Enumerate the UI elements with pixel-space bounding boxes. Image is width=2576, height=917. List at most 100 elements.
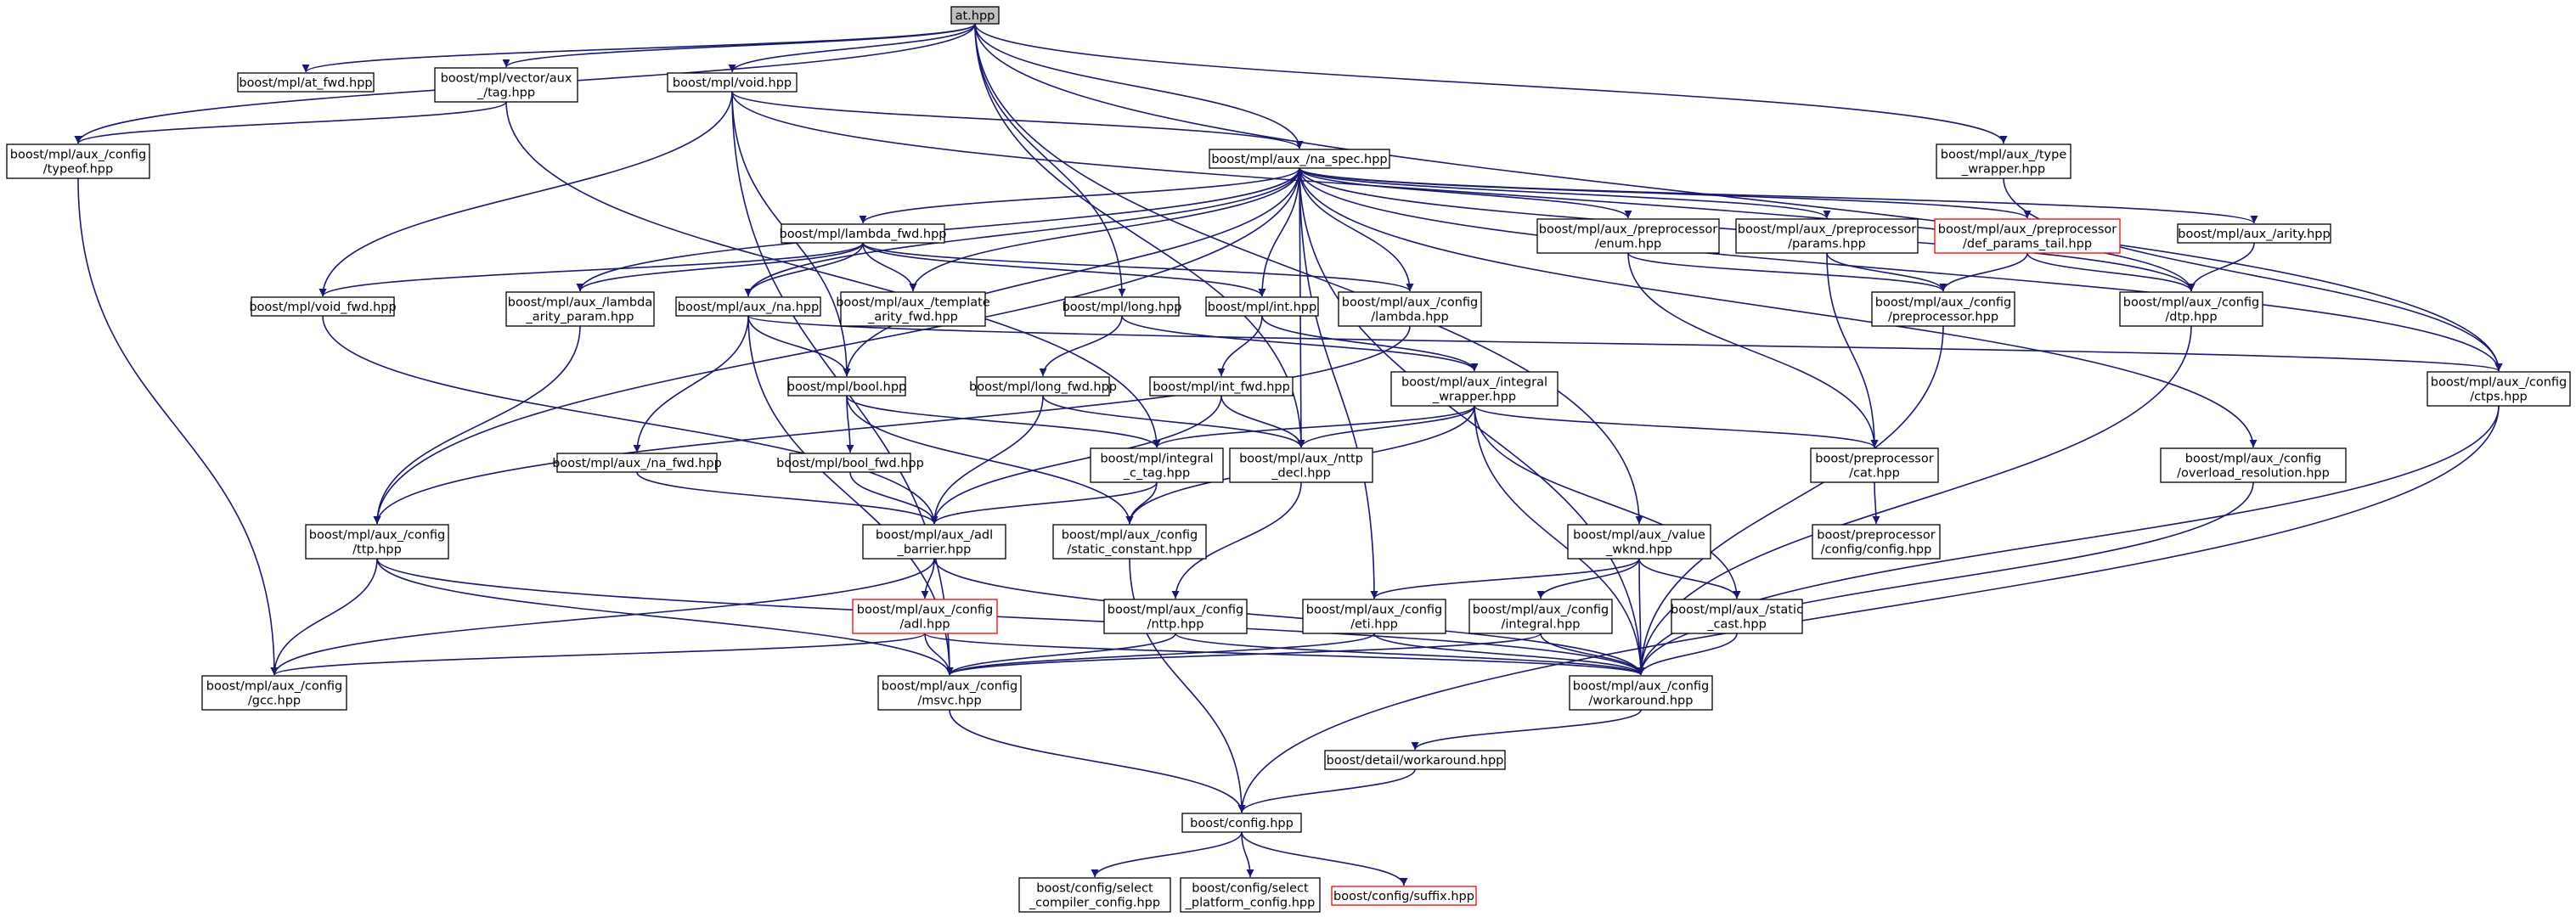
node-at[interactable]: at.hpp: [950, 6, 1000, 25]
node-box-select_platform: [1180, 877, 1321, 913]
node-cfg_ttp[interactable]: boost/mpl/aux_/config/ttp.hpp: [305, 524, 449, 560]
node-static_constant[interactable]: boost/mpl/aux_/config/static_constant.hp…: [1052, 524, 1207, 560]
edge-bool_fwd-to-adl_barrier: [849, 471, 939, 525]
node-adl_barrier[interactable]: boost/mpl/aux_/adl_barrier.hpp: [862, 524, 1006, 560]
edge-adl_barrier-to-cfg_gcc: [270, 558, 935, 676]
edge-na_spec-to-pp_params: [1299, 167, 1831, 219]
node-cfg_dtp[interactable]: boost/mpl/aux_/config/dtp.hpp: [2119, 291, 2263, 327]
edge-na_spec-to-overload_resolution: [1299, 167, 2258, 448]
edge-void-to-na_spec: [731, 91, 1304, 149]
node-label-cfg_workaround-line-0: boost/mpl/aux_/config: [1573, 680, 1709, 694]
node-label-nttp_decl-line-0: boost/mpl/aux_/nttp: [1239, 453, 1363, 466]
node-box-at_fwd: [237, 72, 375, 93]
node-suffix[interactable]: boost/config/suffix.hpp: [1331, 886, 1477, 906]
node-box-overload_resolution: [2160, 447, 2347, 483]
node-value_wknd[interactable]: boost/mpl/aux_/value_wknd.hpp: [1567, 524, 1711, 560]
node-label-cfg_dtp-line-1: /dtp.hpp: [2165, 311, 2217, 324]
node-box-int_fwd: [1149, 376, 1294, 397]
node-label-pp_enum-line-1: /enum.hpp: [1595, 238, 1662, 251]
node-long[interactable]: boost/mpl/long.hpp: [1063, 296, 1182, 317]
node-box-na_spec: [1209, 149, 1390, 169]
node-select_platform[interactable]: boost/config/select_platform_config.hpp: [1180, 877, 1321, 913]
node-label-value_wknd-line-0: boost/mpl/aux_/value: [1573, 529, 1705, 543]
edge-na_spec-to-cfg_ttp: [373, 167, 1300, 525]
node-cfg_adl[interactable]: boost/mpl/aux_/config/adl.hpp: [852, 599, 998, 634]
node-box-na: [675, 296, 821, 317]
node-pp_cat[interactable]: boost/preprocessor/cat.hpp: [1810, 447, 1939, 483]
node-template_arity_fwd[interactable]: boost/mpl/aux_/template_arity_fwd.hpp: [836, 291, 990, 327]
node-type_wrapper[interactable]: boost/mpl/aux_/type_wrapper.hpp: [1936, 143, 2072, 179]
edge-lambda_fwd-to-lambda_arity_param: [576, 242, 864, 292]
node-integral_wrapper[interactable]: boost/mpl/aux_/integral_wrapper.hpp: [1390, 371, 1559, 407]
edge-adl_barrier-to-cfg_adl: [921, 558, 935, 599]
node-cfg_preprocessor[interactable]: boost/mpl/aux_/config/preprocessor.hpp: [1871, 291, 2015, 327]
node-detail_workaround[interactable]: boost/detail/workaround.hpp: [1324, 750, 1506, 770]
node-cfg_nttp[interactable]: boost/mpl/aux_/config/nttp.hpp: [1103, 599, 1248, 634]
edge-na_spec-to-int: [1258, 167, 1300, 297]
edge-na_fwd-to-adl_barrier: [636, 471, 939, 525]
edge-long-to-integral_wrapper: [1121, 315, 1479, 372]
node-bool_fwd[interactable]: boost/mpl/bool_fwd.hpp: [776, 453, 924, 473]
node-pp_def_params_tail[interactable]: boost/mpl/aux_/preprocessor/def_params_t…: [1934, 218, 2121, 254]
node-label-cfg_nttp-line-0: boost/mpl/aux_/config: [1108, 604, 1243, 617]
node-lambda_fwd[interactable]: boost/mpl/lambda_fwd.hpp: [779, 223, 947, 244]
node-void[interactable]: boost/mpl/void.hpp: [667, 72, 798, 93]
node-na[interactable]: boost/mpl/aux_/na.hpp: [675, 296, 821, 317]
edge-int-to-integral_wrapper: [1261, 315, 1479, 372]
node-na_fwd[interactable]: boost/mpl/aux_/na_fwd.hpp: [552, 453, 722, 473]
node-int[interactable]: boost/mpl/int.hpp: [1205, 296, 1319, 317]
node-vector_tag[interactable]: boost/mpl/vector/aux_/tag.hpp: [434, 67, 578, 103]
node-lambda_arity_param[interactable]: boost/mpl/aux_/lambda_arity_param.hpp: [505, 291, 655, 327]
edge-typeof-to-cfg_gcc: [77, 177, 279, 676]
node-arity[interactable]: boost/mpl/aux_/arity.hpp: [2177, 223, 2331, 244]
node-int_fwd[interactable]: boost/mpl/int_fwd.hpp: [1149, 376, 1294, 397]
edge-boost_config-to-select_compiler: [1091, 831, 1243, 878]
node-select_compiler[interactable]: boost/config/select_compiler_config.hpp: [1018, 877, 1171, 913]
node-box-bool: [787, 376, 906, 397]
edge-at-to-cfg_ctps: [974, 23, 2503, 372]
node-integral_c_tag[interactable]: boost/mpl/integral_c_tag.hpp: [1090, 447, 1224, 483]
node-box-static_cast: [1671, 599, 1803, 634]
node-label-cfg_integral-line-0: boost/mpl/aux_/config: [1473, 604, 1609, 617]
node-na_spec[interactable]: boost/mpl/aux_/na_spec.hpp: [1209, 149, 1390, 169]
node-box-cfg_gcc: [201, 675, 347, 711]
edge-pp_params-to-cfg_preprocessor: [1826, 252, 1948, 292]
edge-value_wknd-to-static_cast: [1638, 558, 1741, 599]
node-at_fwd[interactable]: boost/mpl/at_fwd.hpp: [237, 72, 375, 93]
node-cfg_integral[interactable]: boost/mpl/aux_/config/integral.hpp: [1468, 599, 1613, 634]
node-cfg_gcc[interactable]: boost/mpl/aux_/config/gcc.hpp: [201, 675, 347, 711]
node-boost_config[interactable]: boost/config.hpp: [1181, 813, 1302, 833]
node-typeof[interactable]: boost/mpl/aux_/config/typeof.hpp: [6, 143, 150, 179]
node-cfg_msvc[interactable]: boost/mpl/aux_/config/msvc.hpp: [877, 675, 1022, 711]
edge-at-to-at_fwd: [302, 23, 976, 73]
node-box-nttp_decl: [1229, 447, 1373, 483]
node-pp_params[interactable]: boost/mpl/aux_/preprocessor/params.hpp: [1735, 218, 1919, 254]
node-cfg_ctps[interactable]: boost/mpl/aux_/config/ctps.hpp: [2427, 371, 2571, 407]
node-box-template_arity_fwd: [840, 291, 986, 327]
edge-cfg_ttp-to-cfg_workaround: [376, 558, 1645, 676]
node-bool[interactable]: boost/mpl/bool.hpp: [787, 376, 907, 397]
node-cfg_lambda[interactable]: boost/mpl/aux_/config/lambda.hpp: [1338, 291, 1482, 327]
node-box-na_fwd: [556, 453, 718, 473]
edge-bool-to-bool_fwd: [846, 395, 854, 453]
node-cfg_workaround[interactable]: boost/mpl/aux_/config/workaround.hpp: [1569, 675, 1713, 711]
node-box-integral_wrapper: [1390, 371, 1559, 407]
node-nttp_decl[interactable]: boost/mpl/aux_/nttp_decl.hpp: [1229, 447, 1373, 483]
node-label-int_fwd-line-0: boost/mpl/int_fwd.hpp: [1153, 380, 1290, 394]
node-box-select_compiler: [1018, 877, 1171, 913]
edge-cfg_adl-to-cfg_workaround: [924, 633, 1645, 676]
node-static_cast[interactable]: boost/mpl/aux_/static_cast.hpp: [1671, 599, 1803, 634]
node-cfg_eti[interactable]: boost/mpl/aux_/config/eti.hpp: [1302, 599, 1446, 634]
node-long_fwd[interactable]: boost/mpl/long_fwd.hpp: [969, 376, 1117, 397]
node-pp_enum[interactable]: boost/mpl/aux_/preprocessor/enum.hpp: [1536, 218, 1720, 254]
node-label-bool_fwd-line-0: boost/mpl/bool_fwd.hpp: [776, 457, 924, 470]
edge-pp_params-to-pp_cat: [1826, 252, 1879, 448]
edge-na-to-na_fwd: [633, 315, 749, 453]
node-pp_config[interactable]: boost/preprocessor/config/config.hpp: [1812, 524, 1941, 560]
node-overload_resolution[interactable]: boost/mpl/aux_/config/overload_resolutio…: [2160, 447, 2347, 483]
node-void_fwd[interactable]: boost/mpl/void_fwd.hpp: [249, 296, 397, 317]
node-box-pp_enum: [1536, 218, 1720, 254]
node-box-cfg_nttp: [1103, 599, 1248, 634]
edge-na-to-cfg_ctps: [747, 315, 2502, 372]
node-label-cfg_preprocessor-line-1: /preprocessor.hpp: [1888, 311, 1998, 324]
